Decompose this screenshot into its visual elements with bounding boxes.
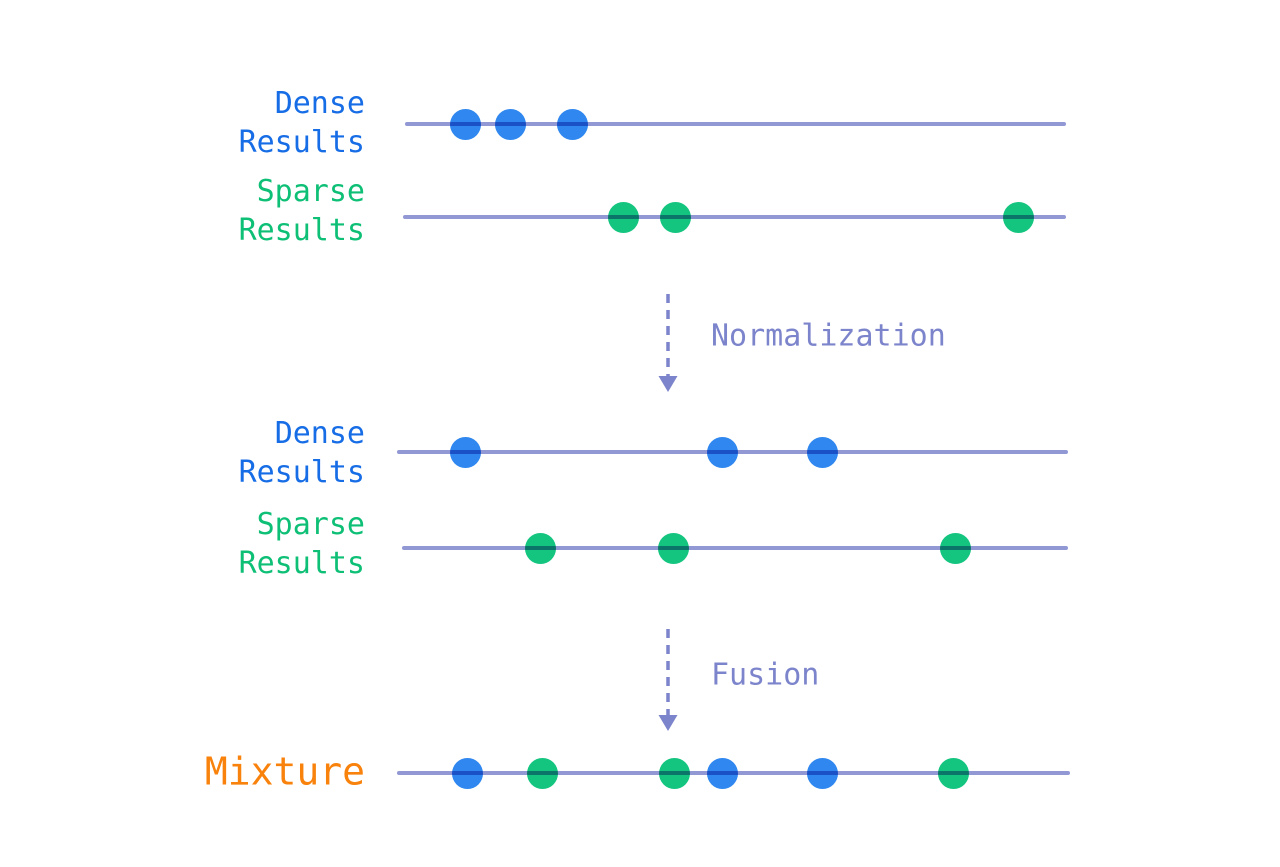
label-normalization-step: Normalization xyxy=(711,318,946,354)
score-line-sparse-results-normalized xyxy=(402,546,1068,550)
label-line: Results xyxy=(238,455,365,490)
label-line: Sparse xyxy=(256,507,365,542)
label-line: Results xyxy=(238,213,365,248)
label-mixture: Mixture xyxy=(204,749,365,794)
score-line-dense-results-normalized xyxy=(397,450,1068,454)
score-line-sparse-results-raw xyxy=(403,215,1066,219)
arrowhead-down-icon xyxy=(658,376,678,392)
score-line-mixture xyxy=(397,771,1070,775)
label-fusion-step: Fusion xyxy=(711,657,820,693)
label-line: Sparse xyxy=(256,174,365,209)
label-line: Dense xyxy=(274,86,365,121)
score-line-dense-results-raw xyxy=(405,122,1066,126)
arrowhead-down-icon xyxy=(658,715,678,731)
label-line: Dense xyxy=(274,416,365,451)
label-line: Results xyxy=(238,546,365,581)
label-line: Mixture xyxy=(204,749,365,794)
label-line: Results xyxy=(238,125,365,160)
